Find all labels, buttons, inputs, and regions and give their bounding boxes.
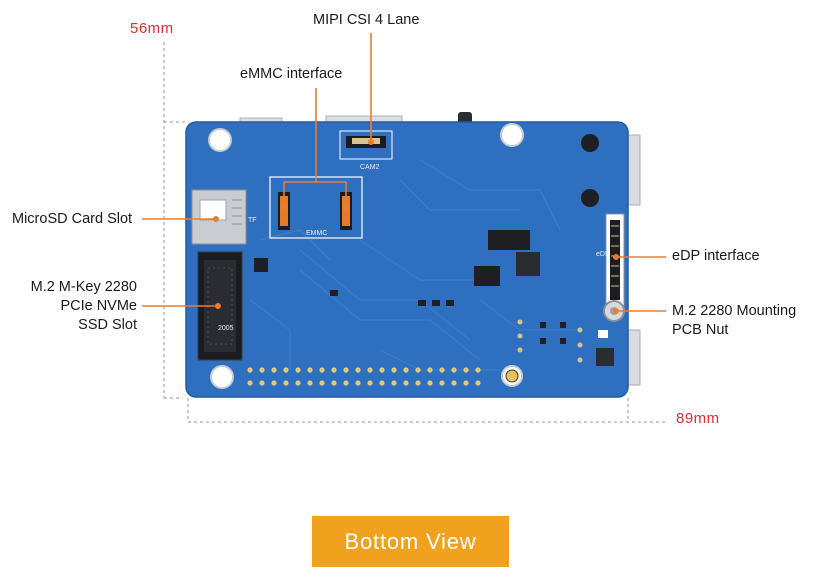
m2-slot-label: M.2 M-Key 2280 PCIe NVMe SSD Slot [12, 278, 137, 335]
pcb-nut-label-line1: M.2 2280 Mounting [672, 303, 797, 319]
gpio-pads [247, 367, 481, 386]
bottom-view-banner: Bottom View [312, 516, 509, 567]
mipi-csi-label: MIPI CSI 4 Lane [313, 12, 420, 28]
pcb-board [185, 121, 629, 398]
callout-lines [142, 33, 666, 312]
cam-connector-region [339, 130, 393, 160]
m2-slot-label-line2: PCIe NVMe [60, 298, 137, 314]
m2-slot-label-line1: M.2 M-Key 2280 [30, 279, 137, 295]
emmc-interface-label: eMMC interface [240, 66, 343, 82]
silk-sd: TF [248, 217, 257, 224]
edp-interface-label: eDP interface [672, 248, 760, 264]
pcb-nut-label: M.2 2280 Mounting PCB Nut [672, 302, 796, 340]
silk-cam: CAM2 [360, 164, 380, 171]
silk-m2: 2005 [218, 325, 234, 332]
m2-slot-label-line3: SSD Slot [78, 317, 137, 333]
height-dimension-label: 56mm [130, 20, 174, 37]
pcb-nut-label-line2: PCB Nut [672, 322, 729, 338]
silk-emmc: EMMC [306, 230, 327, 237]
dimension-lines [163, 42, 668, 423]
silk-edp: eDP [596, 251, 610, 258]
microsd-card-slot-label: MicroSD Card Slot [12, 211, 133, 227]
width-dimension-label: 89mm [676, 410, 720, 427]
